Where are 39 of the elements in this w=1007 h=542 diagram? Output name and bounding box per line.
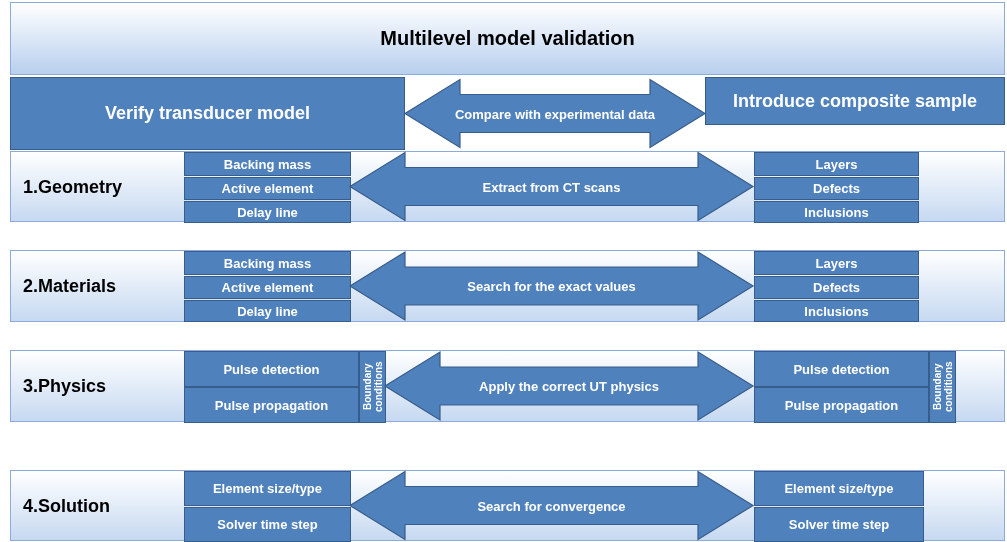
- edge-label: Search for the exact values: [467, 278, 636, 294]
- parameter-box: Backing mass: [184, 152, 351, 176]
- double-arrow: [403, 78, 707, 149]
- double-arrow: [348, 250, 755, 322]
- parameter-box: Layers: [754, 152, 919, 176]
- level-heading: 2.Materials: [23, 275, 117, 297]
- level-heading: 3.Physics: [23, 375, 107, 397]
- parameter-box: Element size/type: [754, 471, 924, 506]
- edge-label: Search for convergence: [477, 498, 626, 513]
- parameter-box: Pulse propagation: [184, 387, 359, 423]
- title-banner: Multilevel model validation: [10, 2, 1005, 75]
- boundary-box: Boundary conditions: [359, 351, 386, 423]
- double-arrow: [348, 151, 755, 222]
- edge-label: Apply the correct UT physics: [479, 378, 659, 394]
- parameter-box: Delay line: [184, 300, 351, 322]
- boundary-box: Boundary conditions: [929, 351, 956, 423]
- parameter-box: Active element: [184, 177, 351, 200]
- parameter-box: Pulse propagation: [754, 387, 929, 423]
- parameter-box: Pulse detection: [184, 351, 359, 387]
- parameter-box: Active element: [184, 276, 351, 299]
- parameter-box: Pulse detection: [754, 351, 929, 387]
- parameter-box: Backing mass: [184, 251, 351, 275]
- parameter-box: Delay line: [184, 201, 351, 223]
- parameter-box: Element size/type: [184, 471, 351, 506]
- parameter-box: Inclusions: [754, 201, 919, 223]
- edge-label: Extract from CT scans: [482, 179, 621, 194]
- parameter-box: Solver time step: [754, 507, 924, 542]
- parameter-box: Inclusions: [754, 300, 919, 322]
- header-box: Introduce composite sample: [705, 77, 1005, 125]
- double-arrow: [383, 350, 755, 422]
- level-heading: 1.Geometry: [23, 176, 123, 197]
- parameter-box: Layers: [754, 251, 919, 275]
- parameter-box: Defects: [754, 276, 919, 299]
- double-arrow: [348, 470, 755, 541]
- parameter-box: Defects: [754, 177, 919, 200]
- level-heading: 4.Solution: [23, 495, 110, 516]
- parameter-box: Solver time step: [184, 507, 351, 542]
- edge-label: Compare with experimental data: [454, 106, 656, 121]
- header-box: Verify transducer model: [10, 77, 405, 150]
